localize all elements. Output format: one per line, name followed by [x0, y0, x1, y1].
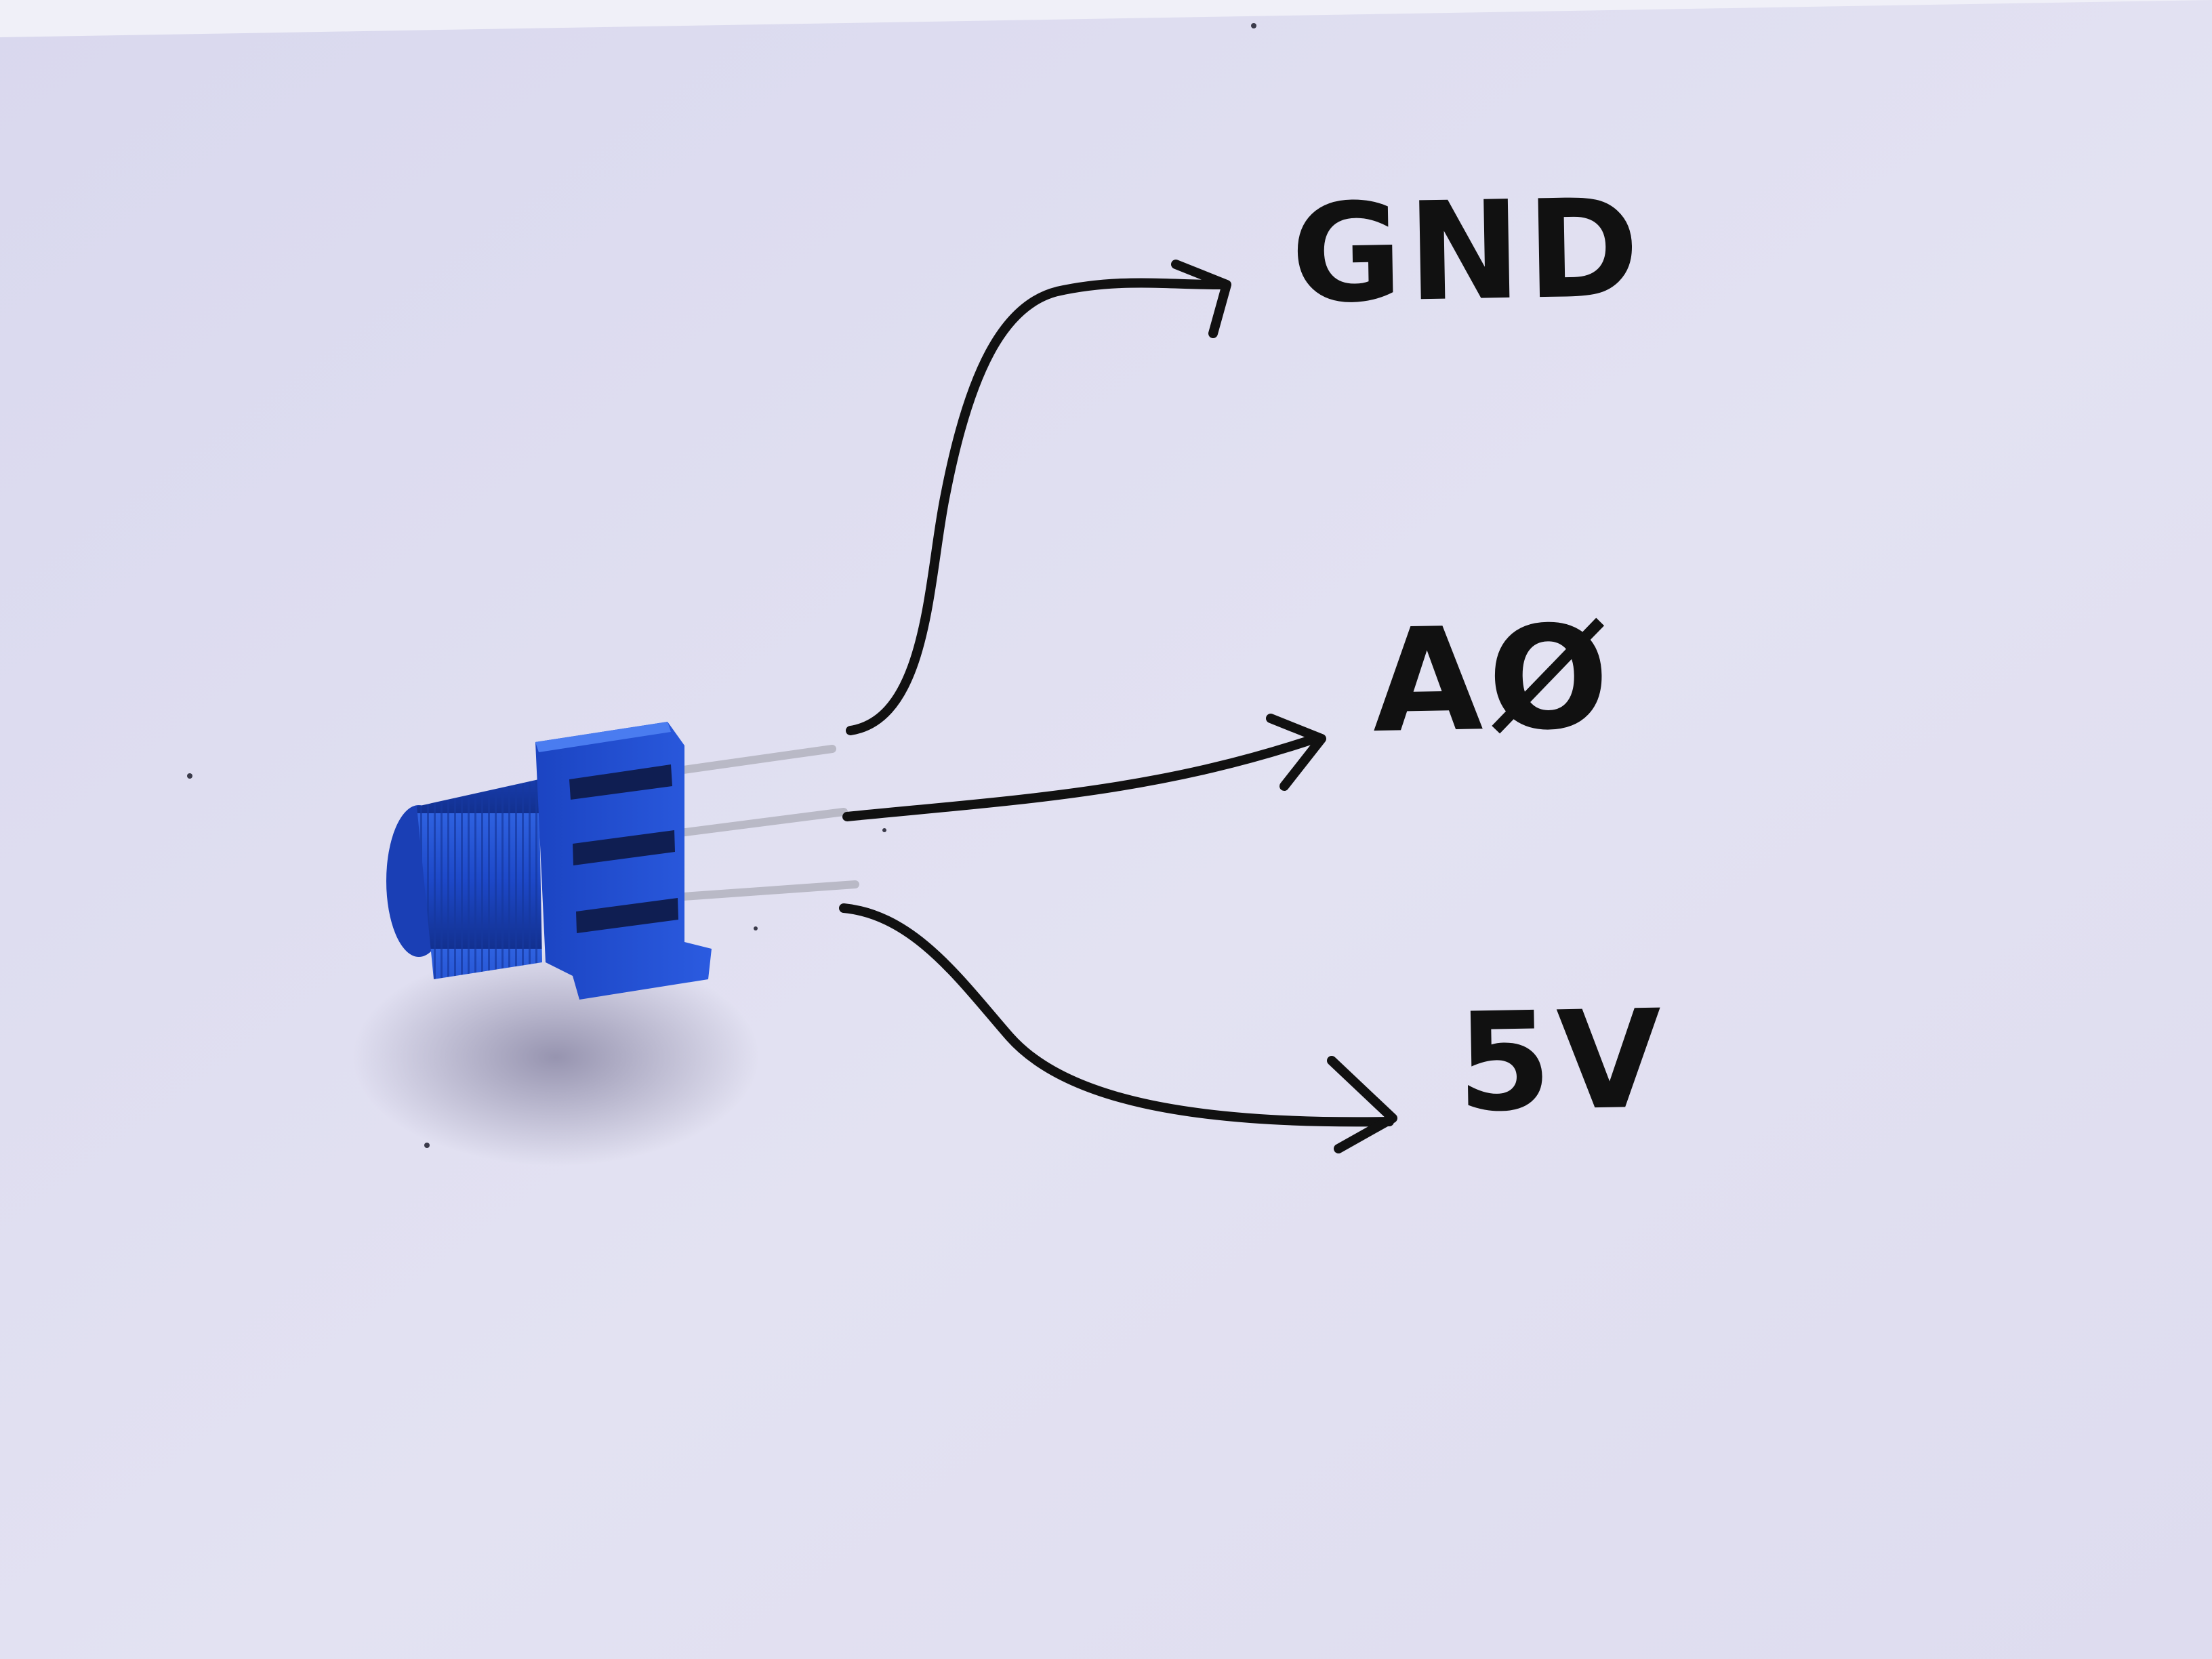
label-gnd: GND [1290, 169, 1646, 334]
housing-slot-2 [573, 830, 675, 865]
pin-middle [660, 808, 848, 839]
arrow-to-gnd [846, 278, 1225, 735]
component-shadow [352, 949, 759, 1166]
potentiometer [386, 722, 712, 1000]
pin-bottom [660, 880, 859, 902]
pin-top [660, 745, 836, 777]
ink-arrows [839, 260, 1397, 1153]
arrow-head-a0 [1266, 714, 1326, 791]
potentiometer-pins [660, 745, 859, 902]
knob-ridged [417, 779, 542, 979]
arrow-head-gnd [1171, 260, 1231, 338]
paper-specks [187, 23, 1256, 1148]
arrow-to-a0 [842, 734, 1319, 821]
arrow-to-5v [839, 903, 1394, 1127]
arrow-head-5v [1327, 1056, 1397, 1153]
housing-slot-1 [569, 764, 672, 800]
housing-highlight [535, 722, 671, 752]
label-5v: 5V [1455, 981, 1668, 1143]
paper-edge [0, 0, 2212, 37]
housing-slot-3 [576, 898, 678, 933]
label-a0: AØ [1370, 594, 1616, 765]
